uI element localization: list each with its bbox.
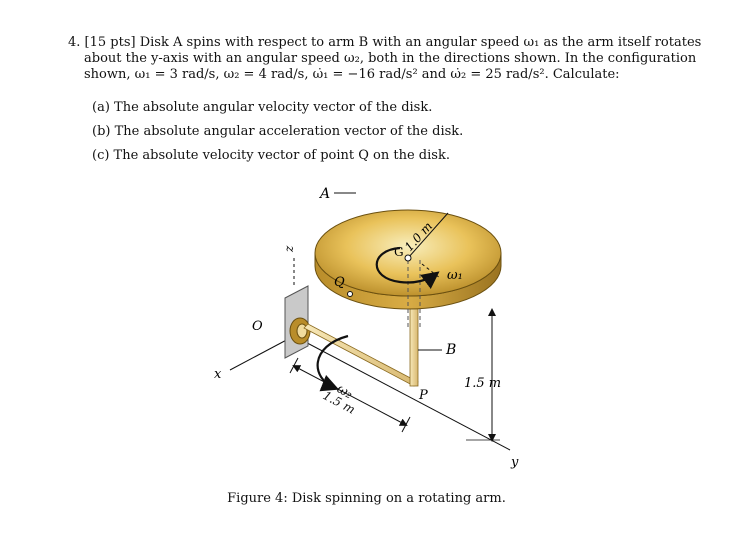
part-c: (c) The absolute velocity vector of poin… (92, 148, 450, 163)
part-a: (a) The absolute angular velocity vector… (92, 100, 433, 115)
label-z: z (282, 245, 296, 253)
dim-arm-tick-left (289, 357, 299, 374)
omega1-leader (421, 263, 441, 279)
label-p: P (418, 388, 428, 403)
label-q: Q (334, 275, 345, 290)
label-g: G (394, 245, 404, 259)
center-point-g (404, 254, 412, 262)
radius-line (407, 212, 449, 259)
problem-line-1: 4. [15 pts] Disk A spins with respect to… (68, 35, 702, 50)
label-height: 1.5 m (464, 376, 501, 391)
label-a: A (318, 186, 330, 202)
label-omega1: ω₁ (447, 268, 463, 283)
figure-caption: Figure 4: Disk spinning on a rotating ar… (227, 491, 506, 506)
problem-line-3: shown, ω₁ = 3 rad/s, ω₂ = 4 rad/s, ω̇₁ =… (84, 67, 620, 82)
label-x: x (214, 367, 222, 382)
part-b: (b) The absolute angular acceleration ve… (92, 124, 464, 139)
label-y: y (510, 455, 519, 470)
omega1-arrow (375, 246, 440, 289)
problem-line-2: about the y-axis with an angular speed ω… (84, 51, 697, 66)
dim-arm-line (292, 365, 408, 426)
label-o: O (252, 319, 263, 334)
disk-arm-figure: 1.0 m G ω₁ Q A B O z x y P ω₂ 1.5 (214, 186, 519, 470)
x-axis (229, 335, 295, 371)
label-b: B (445, 342, 456, 358)
point-q (347, 291, 353, 297)
